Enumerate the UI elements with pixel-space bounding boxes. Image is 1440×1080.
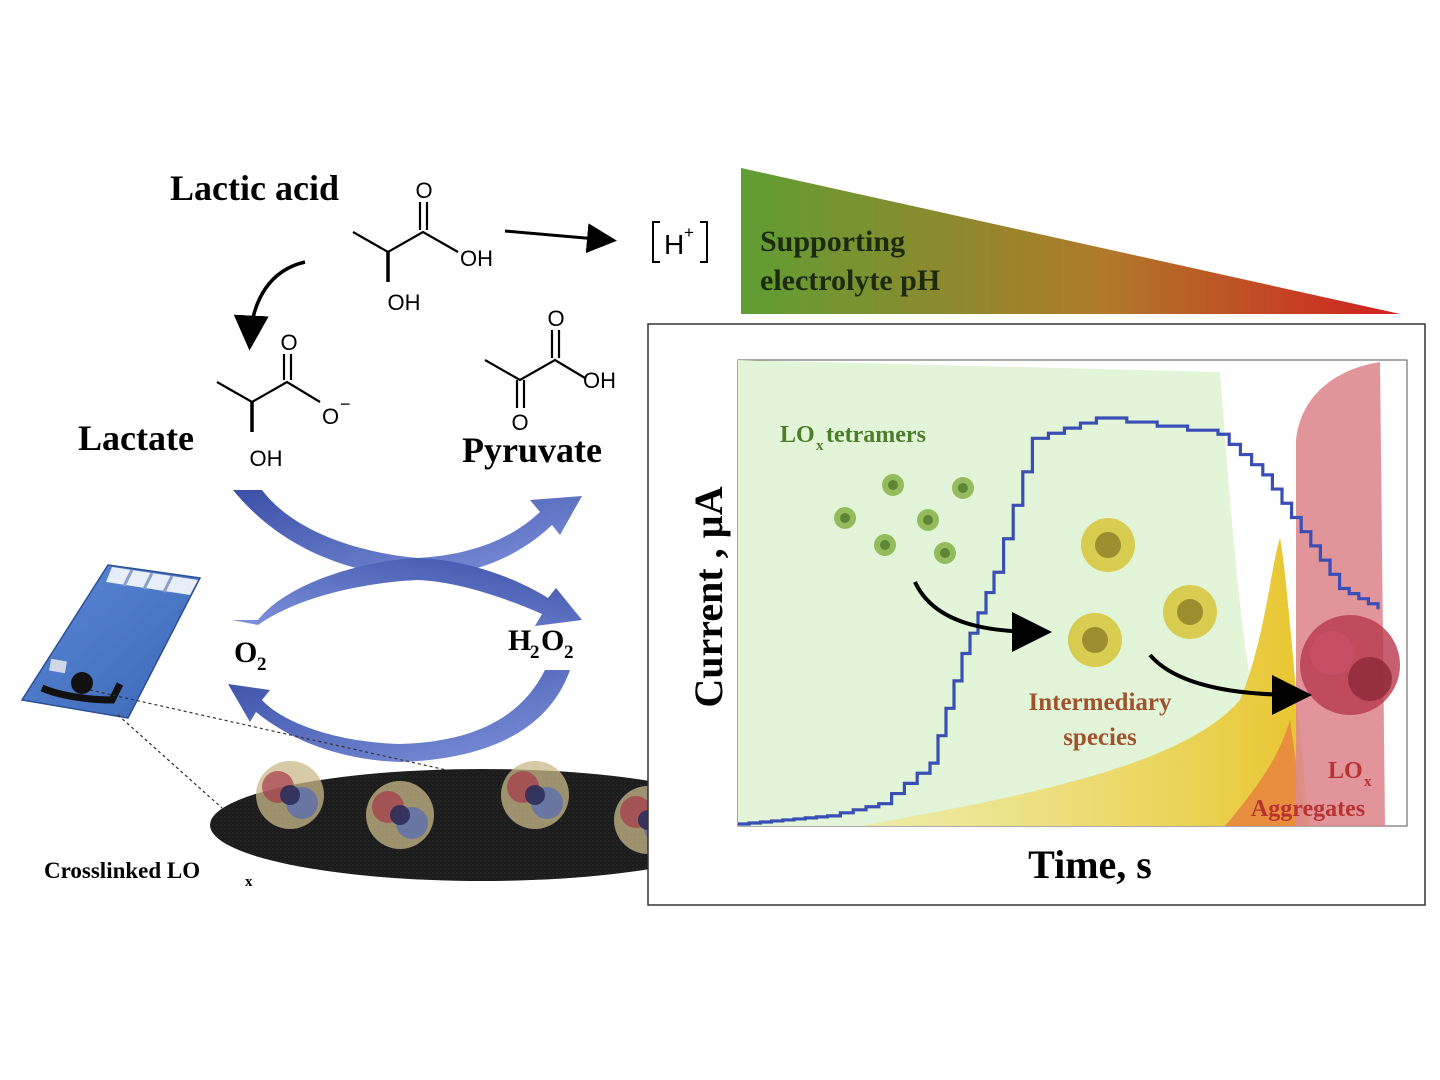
aggregation-arrow-1 (913, 581, 1052, 652)
lactic-acid-oh-acid: OH (460, 246, 493, 271)
proton-plus: + (684, 223, 694, 242)
electrode-strip (20, 564, 202, 719)
lactic-acid-carbonyl-o: O (415, 178, 432, 203)
y-axis-label: Current , µA (686, 486, 731, 707)
ph-label-line2: electrolyte pH (760, 264, 940, 297)
tetramer-label: LO x tetramers (780, 422, 926, 454)
current-point (826, 815, 829, 817)
h2o2-sub2: 2 (564, 642, 574, 663)
current-point (929, 762, 931, 764)
regeneration-arrow (228, 670, 570, 762)
lactate-structure (216, 354, 321, 432)
o2-label: O 2 (234, 636, 267, 675)
enzymatic-cycle-arrows (228, 490, 582, 762)
pyruvate-label: Pyruvate (462, 430, 602, 470)
zoom-line-top (89, 689, 501, 783)
tetramer-icon (874, 534, 896, 556)
tetramer-icon (917, 509, 939, 531)
o2-sub: 2 (257, 654, 267, 675)
h2o2-o: O (541, 624, 564, 657)
tetramer-icon (934, 542, 956, 564)
current-point (1300, 530, 1302, 533)
lactic-acid-oh-alcohol: OH (388, 290, 421, 315)
pyruvate-structure (484, 330, 586, 408)
transition-region (1225, 720, 1305, 826)
lactate-oh: OH (250, 446, 283, 471)
current-point (737, 823, 739, 825)
current-point (878, 802, 880, 805)
tetramer-label-lo: LO (780, 422, 815, 448)
tetramer-icon (952, 477, 974, 499)
ph-label-line1: Supporting (760, 225, 905, 258)
electrode-disc (210, 769, 754, 881)
current-point (1217, 433, 1219, 436)
tetramer-icons (834, 474, 974, 564)
current-point (1377, 608, 1379, 610)
lactate-carbonyl-o: O (280, 330, 297, 355)
h2o2-sub1: 2 (530, 642, 540, 663)
zoom-line-bottom (117, 714, 223, 809)
aggregate-icon (1300, 615, 1400, 715)
intermediate-region (860, 538, 1310, 826)
crosslinked-sub: x (245, 874, 253, 890)
ph-gradient-triangle (741, 168, 1400, 314)
pyruvate-oh: OH (583, 368, 616, 393)
aggregates-lo: LO (1328, 758, 1363, 784)
current-trace (738, 416, 1380, 826)
intermediary-label-line2: species (1063, 724, 1137, 751)
intermediate-icon (1068, 613, 1122, 667)
current-point (1031, 437, 1034, 440)
lactate-o-minus: O (322, 404, 339, 429)
enzyme-cluster (256, 761, 324, 829)
intermediary-label-line1: Intermediary (1028, 689, 1172, 716)
lactic-acid-label: Lactic acid (170, 168, 339, 208)
o2-o: O (234, 636, 257, 669)
current-point (993, 571, 995, 574)
h2o2-label: H 2 O 2 (508, 624, 574, 663)
current-point (1262, 474, 1264, 476)
proton-concentration: H + (652, 221, 708, 263)
tetramer-region (738, 360, 1290, 826)
current-trace-layer (737, 416, 1380, 826)
h2o2-h: H (508, 624, 531, 657)
intermediate-icon (1163, 585, 1217, 639)
aggregation-arrow-2 (1148, 653, 1312, 715)
tetramer-label-rest: tetramers (826, 422, 926, 448)
tetramer-label-sub: x (816, 438, 824, 454)
tetramer-icon (882, 474, 904, 496)
lactate-minus: − (340, 394, 351, 414)
current-point (782, 819, 784, 821)
intermediate-icon (1081, 518, 1135, 572)
lactate-label: Lactate (78, 418, 194, 458)
tetramer-icon (834, 507, 856, 529)
lactate-to-pyruvate-arrow (233, 490, 582, 578)
aggregate-region (1296, 362, 1385, 826)
current-point (1095, 417, 1098, 419)
aggregates-label: LO x Aggregates (1251, 758, 1372, 822)
pyruvate-carbonyl-o-acid: O (547, 306, 564, 331)
working-electrode (71, 672, 93, 694)
intermediate-icons (1068, 518, 1217, 667)
current-point (1338, 587, 1341, 590)
enzyme-cluster (366, 781, 434, 849)
current-point (961, 652, 963, 655)
aggregates-sub: x (1364, 774, 1372, 790)
pyruvate-keto-o: O (511, 410, 528, 435)
deprotonation-arrow (233, 260, 306, 351)
proton-h: H (664, 229, 684, 260)
crosslinked-label: Crosslinked LO x (44, 858, 253, 890)
lactic-acid-structure (352, 202, 459, 282)
x-axis-label: Time, s (1028, 842, 1152, 887)
aggregates-word: Aggregates (1251, 796, 1365, 822)
crosslinked-text: Crosslinked LO (44, 858, 200, 883)
enzyme-cluster (501, 761, 569, 829)
oxygen-to-peroxide-arrow (232, 558, 582, 626)
to-proton-arrow (504, 223, 617, 254)
